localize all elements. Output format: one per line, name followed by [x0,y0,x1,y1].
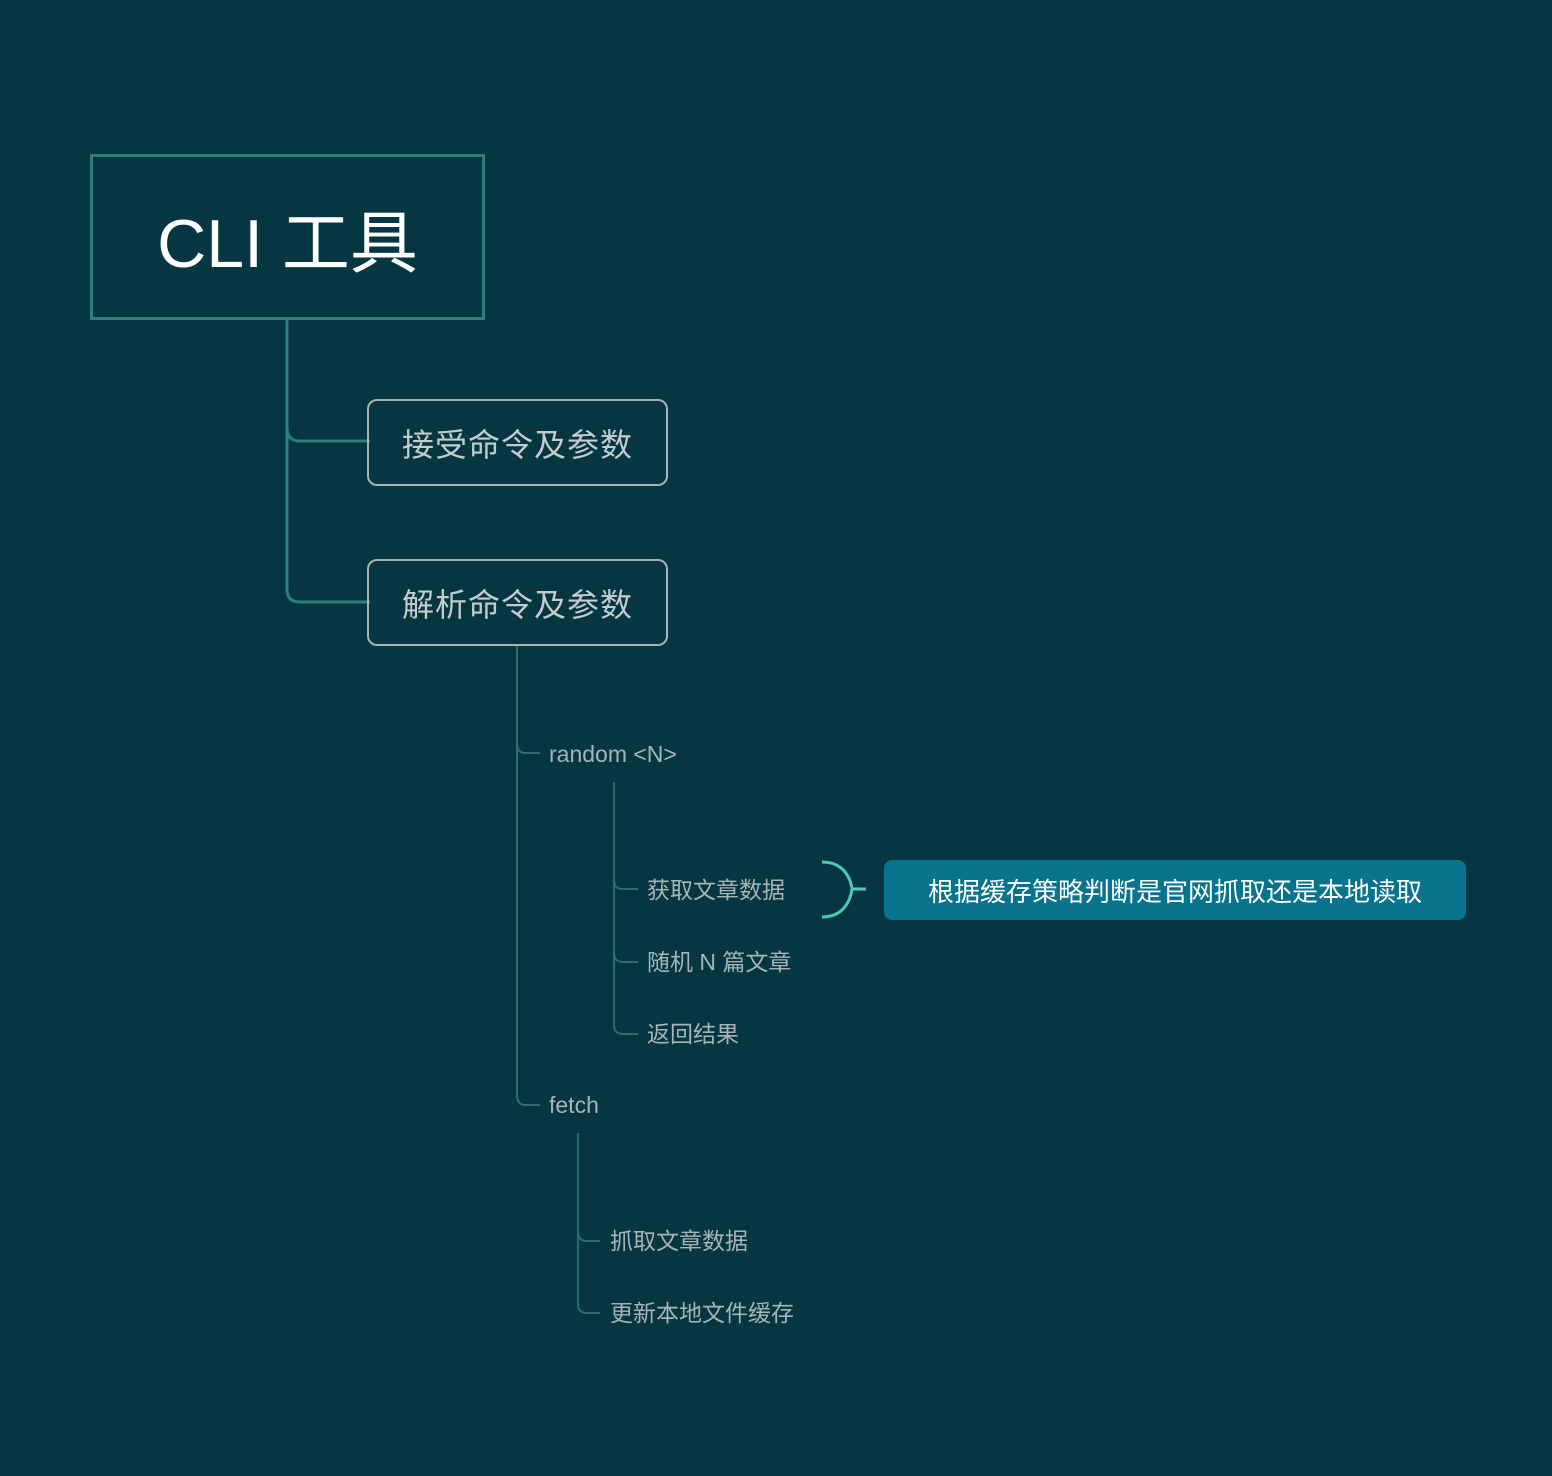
connector-random-pick [613,880,638,963]
connector-root-parse [285,428,370,604]
command-random[interactable]: random <N> [549,741,677,767]
connector-parse-fetch [516,744,540,1106]
step-update-local-cache[interactable]: 更新本地文件缓存 [610,1300,794,1326]
step-crawl-article-data[interactable]: 抓取文章数据 [610,1228,748,1254]
connector-root-accept [285,320,370,443]
branch-parse-args[interactable]: 解析命令及参数 [367,559,668,646]
cache-strategy-callout[interactable]: 根据缓存策略判断是官网抓取还是本地读取 [884,860,1466,920]
summary-brace [821,860,854,919]
step-random-n-articles[interactable]: 随机 N 篇文章 [647,949,792,975]
connector-parse-random [516,646,540,754]
command-fetch[interactable]: fetch [549,1092,599,1118]
step-return-result[interactable]: 返回结果 [647,1021,739,1047]
connector-random-return [613,953,638,1035]
connector-fetch-crawl [577,1133,600,1242]
root-node[interactable]: CLI 工具 [90,154,485,320]
step-fetch-article-data[interactable]: 获取文章数据 [647,877,785,903]
connector-random-fetch-data [613,782,638,890]
connector-fetch-update [577,1232,600,1314]
branch-accept-args[interactable]: 接受命令及参数 [367,399,668,486]
